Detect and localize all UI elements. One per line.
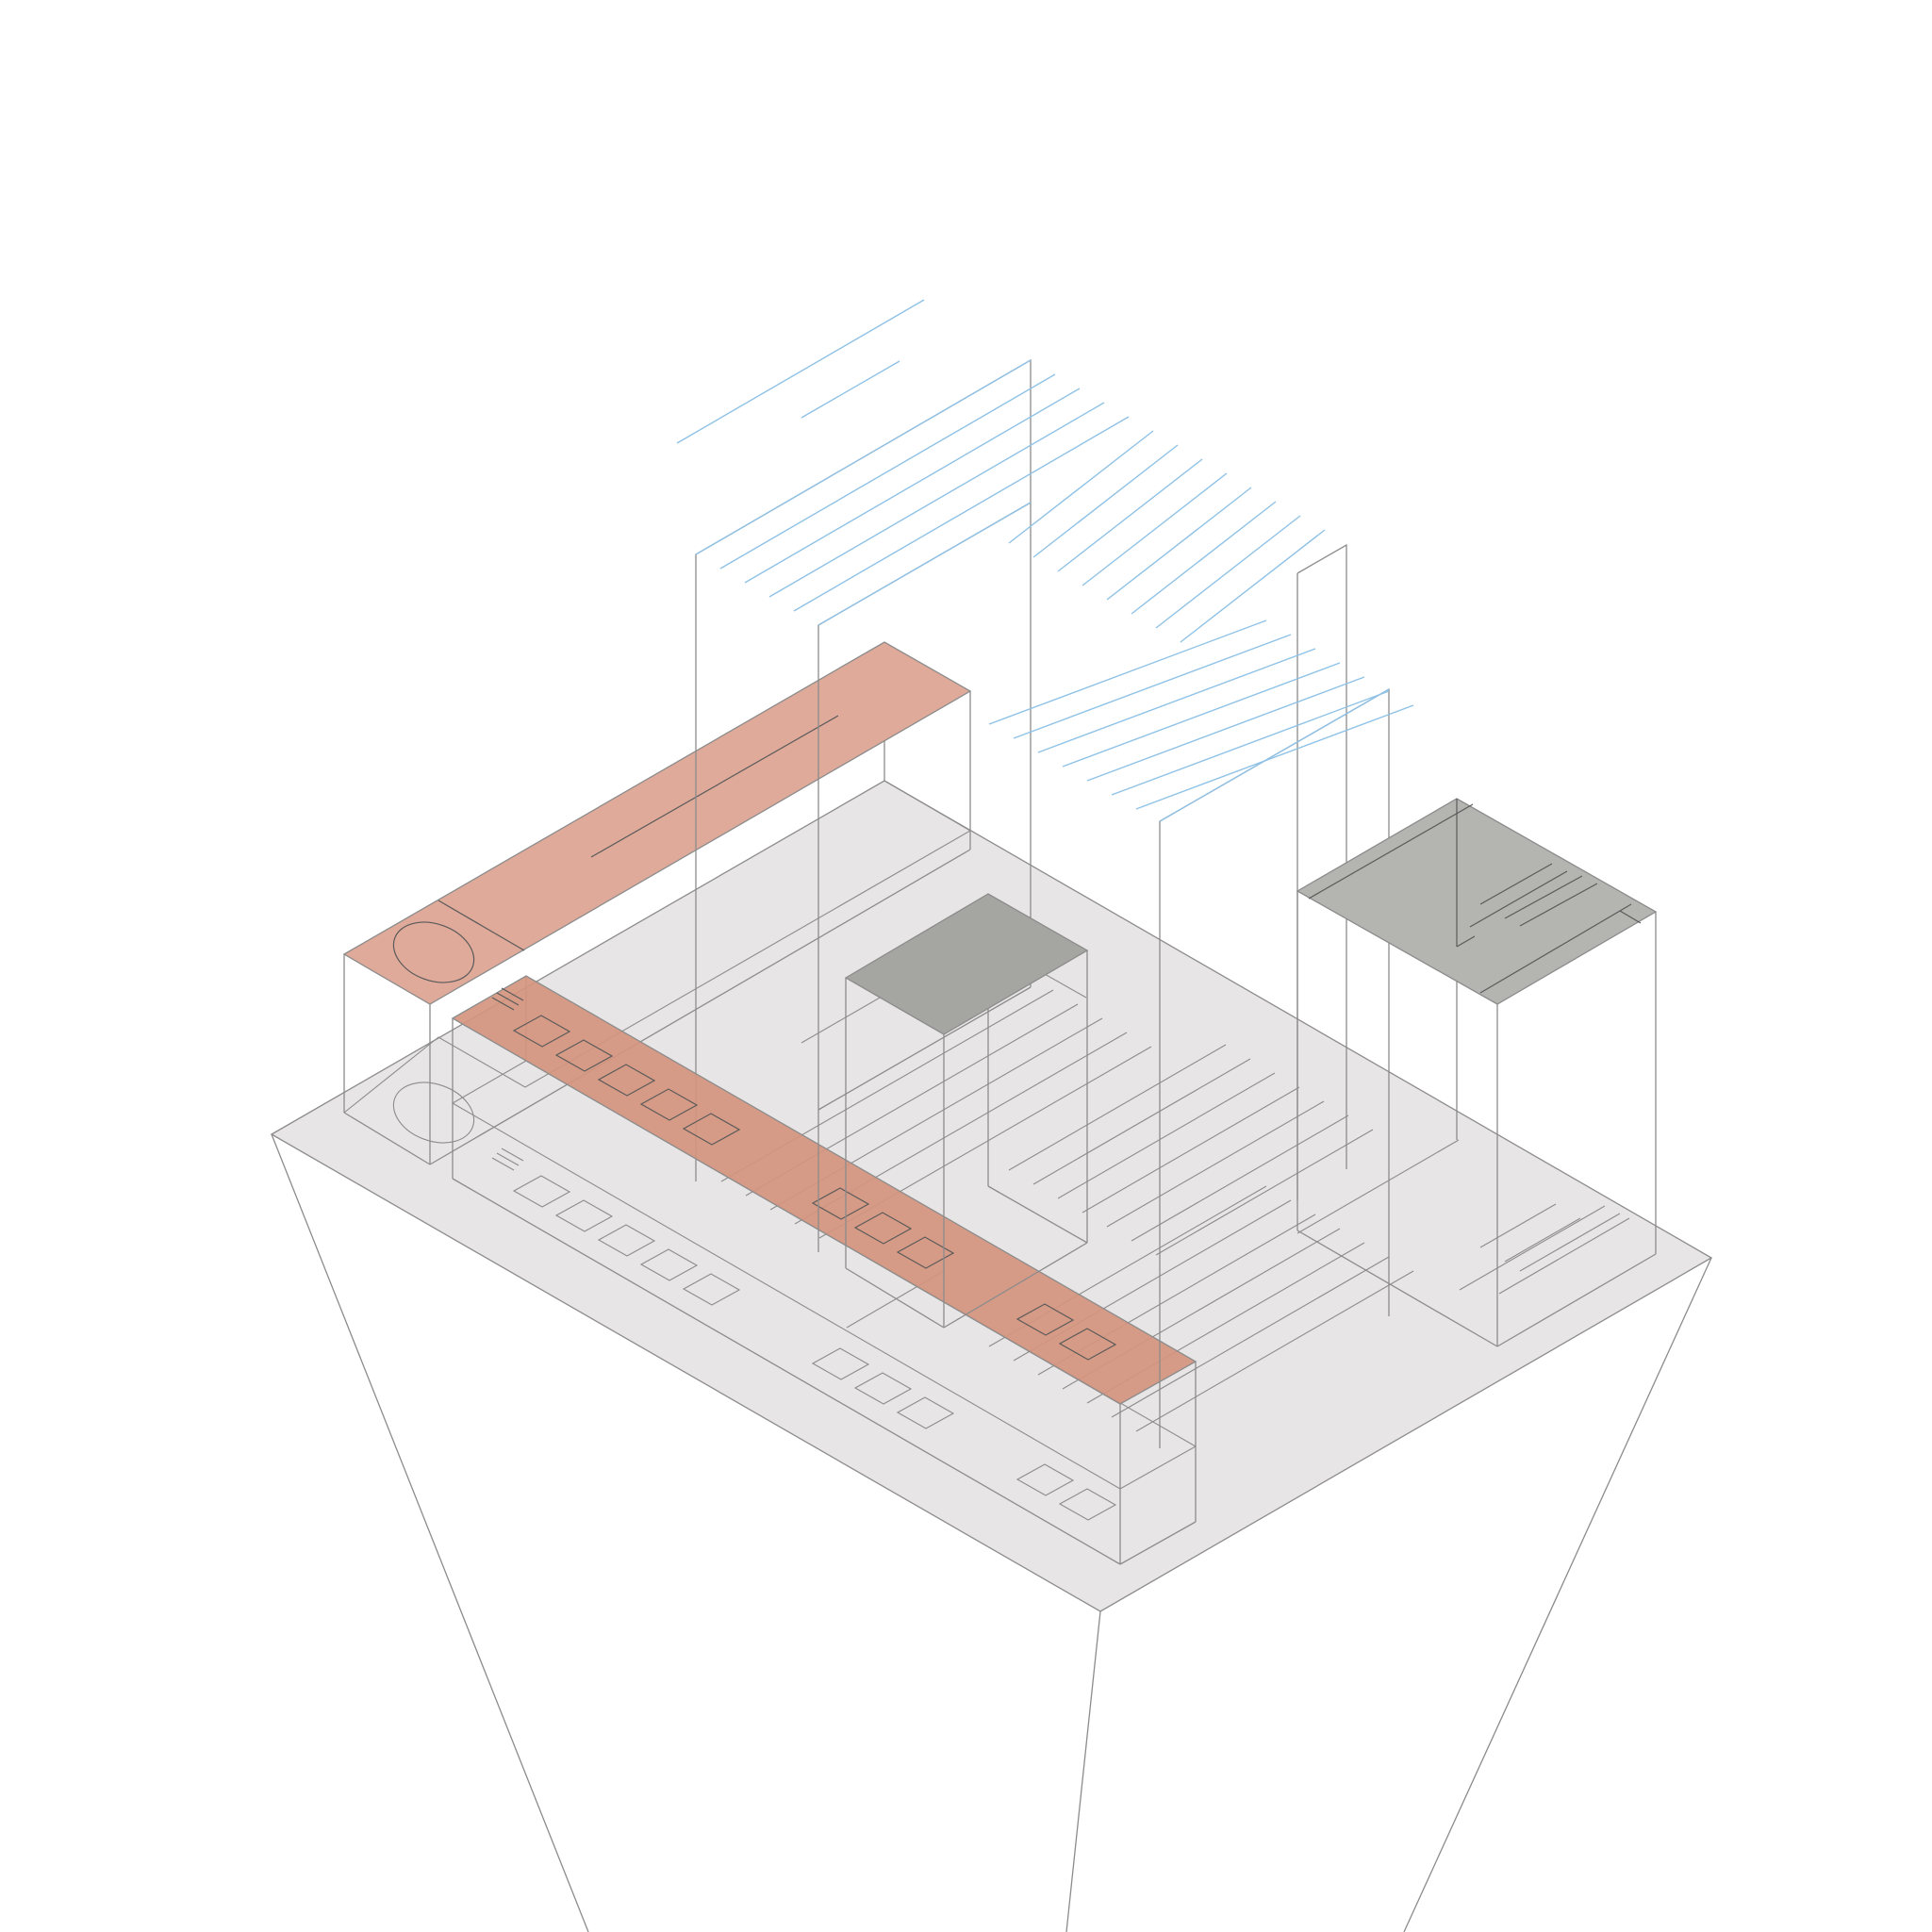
floating-text-lines	[676, 299, 1414, 822]
tab-bar	[451, 975, 1197, 1565]
platform	[270, 780, 1713, 1612]
pedestal	[271, 1133, 1712, 1932]
logo-ellipse	[392, 921, 475, 983]
side-panel	[1296, 798, 1658, 1347]
platform-text-lines	[720, 971, 1630, 1432]
header-bar	[342, 641, 972, 1165]
dark-cube	[844, 893, 1089, 1329]
